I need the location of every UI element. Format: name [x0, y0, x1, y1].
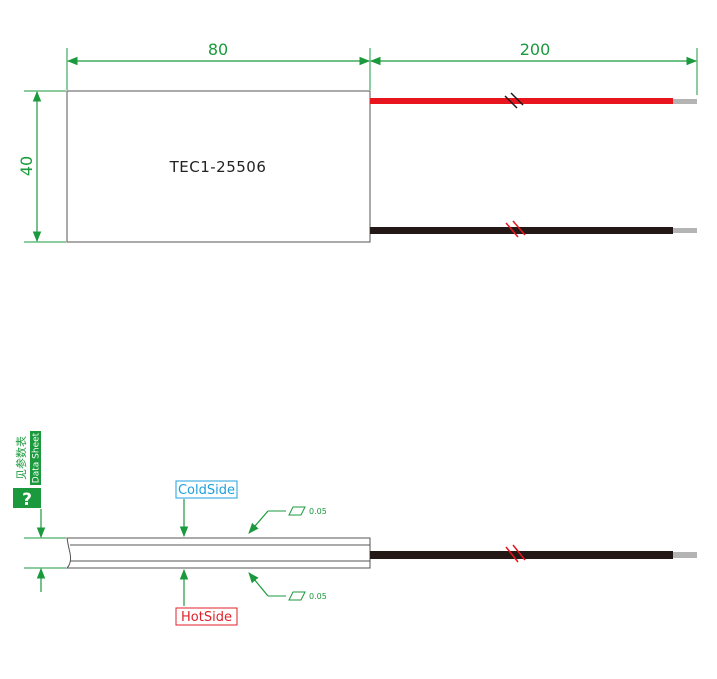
- datasheet-badge-english-bg: [30, 431, 41, 485]
- cold-side-label: ColdSide: [178, 483, 235, 498]
- cold-side-box: [175, 480, 238, 499]
- module-body-top: [66, 90, 371, 243]
- datasheet-chinese-text: 见参数表: [14, 436, 28, 480]
- side-view: Data Sheet 见参数表 ? ColdSide HotSide: [13, 431, 697, 626]
- side-wire-lead-tip: [673, 552, 697, 558]
- question-icon: [13, 488, 41, 508]
- question-mark: ?: [22, 490, 32, 510]
- flatness-symbol-icon: [288, 506, 306, 516]
- flatness-bottom-value: 0.05: [309, 592, 327, 601]
- break-mark-icon: [505, 544, 526, 563]
- break-mark-icon: [504, 92, 524, 109]
- hot-side-label: HotSide: [181, 610, 232, 625]
- red-wire: [370, 98, 673, 104]
- flatness-callout-top: 0.05: [248, 506, 327, 534]
- datasheet-english-text: Data Sheet: [32, 432, 42, 483]
- red-wire-lead-tip: [673, 99, 697, 104]
- break-mark-icon: [505, 220, 526, 238]
- lead-length-dimension-label: 200: [520, 40, 551, 59]
- flatness-symbol-icon: [288, 591, 306, 601]
- hot-side-box: [175, 607, 238, 626]
- height-dimension-label: 40: [17, 156, 36, 176]
- flatness-top-value: 0.05: [309, 507, 327, 516]
- model-label: TEC1-25506: [169, 158, 267, 176]
- top-view: 80 200 40 TEC1-25506: [17, 40, 698, 243]
- module-body-side: [65, 537, 371, 569]
- width-dimension-label: 80: [208, 40, 228, 59]
- datasheet-badge[interactable]: Data Sheet 见参数表 ?: [13, 431, 42, 510]
- flatness-callout-bottom: 0.05: [248, 572, 327, 601]
- black-wire-lead-tip: [673, 228, 697, 233]
